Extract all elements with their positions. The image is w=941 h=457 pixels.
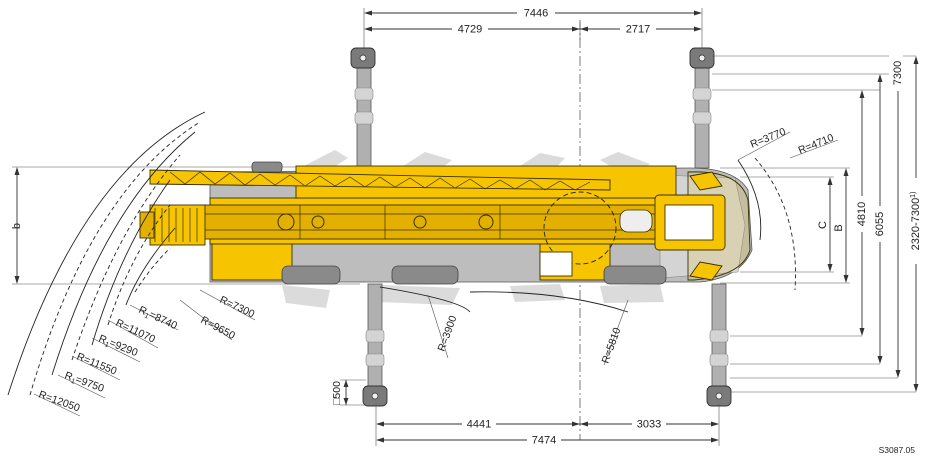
dim-2320-7300: 2320-73001) xyxy=(910,192,922,251)
radius-label-r7300: R=7300 xyxy=(218,294,257,321)
document-code: S3087.05 xyxy=(879,445,916,455)
radius-label-r1-9290: R1=9290 xyxy=(97,333,140,360)
radius-label-r1-9750: R1=9750 xyxy=(63,370,106,396)
pad-dimension: □500 xyxy=(331,379,366,406)
dim-b-lower: b xyxy=(11,223,23,229)
radius-label-r12050: R=12050 xyxy=(37,389,82,415)
swing-label-r4710: R=4710 xyxy=(797,132,836,157)
bottom-dimensions: 4441 3033 7474 xyxy=(375,404,720,447)
dim-6055: 6055 xyxy=(874,212,886,236)
swing-label-r3900: R=3900 xyxy=(436,314,460,353)
dim-4810: 4810 xyxy=(856,202,868,226)
crane-chassis xyxy=(139,161,753,285)
swing-radius-arcs xyxy=(7,111,796,396)
outriggers xyxy=(350,47,732,407)
swing-label-r5810: R=5810 xyxy=(600,326,624,365)
dim-7300: 7300 xyxy=(892,61,904,85)
dim-top-left: 4729 xyxy=(458,24,482,36)
dim-pad-500: □500 xyxy=(331,381,343,405)
radius-label-r9650: R=9650 xyxy=(199,314,238,342)
left-dimension-b: b xyxy=(11,167,23,284)
top-dimensions: 7446 4729 2717 xyxy=(363,6,703,48)
right-dimensions: C B 4810 6055 7300 2320-73001) xyxy=(712,55,922,393)
swing-label-r3770: R=3770 xyxy=(749,126,788,151)
dim-c: C xyxy=(817,221,829,229)
dim-bottom-right: 3033 xyxy=(637,419,661,431)
dim-bottom-total: 7474 xyxy=(532,435,556,447)
radius-label-r11550: R=11550 xyxy=(75,351,119,378)
dim-bottom-left: 4441 xyxy=(467,419,491,431)
dim-top-right: 2717 xyxy=(626,24,650,36)
dim-b: B xyxy=(833,224,845,231)
dim-top-total: 7446 xyxy=(524,8,548,20)
